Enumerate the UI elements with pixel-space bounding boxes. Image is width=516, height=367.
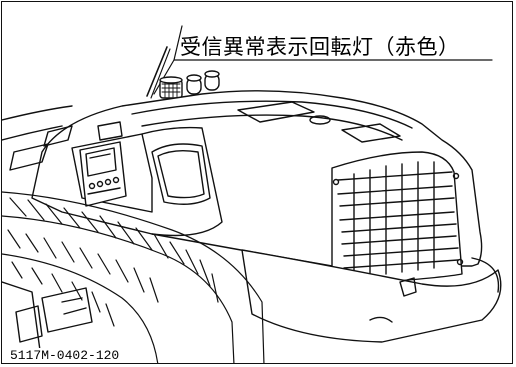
side-window-inner [157, 149, 205, 199]
frame-part [15, 305, 43, 343]
rotating-lamp [159, 76, 183, 99]
side-slot [9, 143, 49, 171]
warning-lamp-callout: 受信異常表示回転灯（赤色） [180, 35, 460, 59]
side-slot [43, 125, 73, 147]
cowl-ridge [141, 114, 403, 141]
cowl-side [71, 133, 153, 213]
antenna [146, 46, 168, 97]
frame-part [41, 287, 93, 333]
control-box [79, 121, 127, 207]
top-cap [309, 115, 331, 125]
machine-illustration [2, 25, 502, 363]
rear-grille [331, 151, 464, 287]
latch [399, 277, 417, 297]
ground-line [2, 125, 63, 141]
cowl-ridge [131, 100, 413, 129]
side-window [151, 143, 211, 205]
ground-line [2, 105, 73, 121]
top-panel [237, 101, 315, 123]
bumper-edge [471, 257, 500, 293]
knob [204, 70, 220, 91]
cowl-front-face [141, 126, 223, 237]
figure-code: 5117M-0402-120 [8, 348, 122, 363]
callout-leader-tick [173, 25, 183, 61]
crawler-track [2, 191, 265, 363]
callout-leader-line [153, 59, 493, 95]
knob [186, 74, 202, 95]
frame-part [61, 297, 87, 315]
antenna [150, 48, 171, 99]
bumper-hole [369, 316, 393, 323]
top-panel [341, 123, 401, 143]
frame-rail [2, 281, 43, 363]
rear-bumper [241, 249, 502, 343]
